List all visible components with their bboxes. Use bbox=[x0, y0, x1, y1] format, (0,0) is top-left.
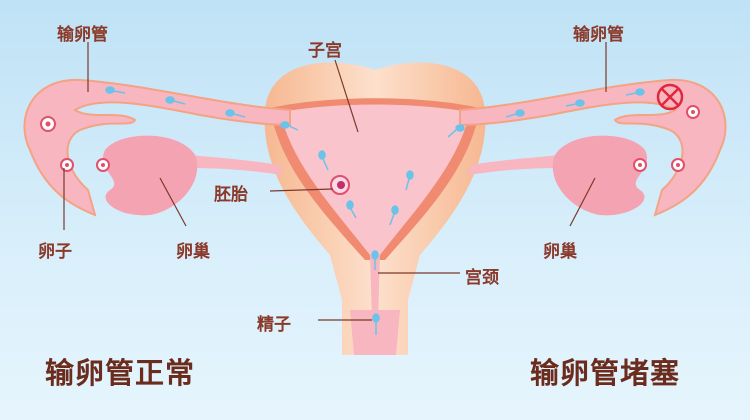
blocked-icon bbox=[656, 83, 684, 111]
ovary-left bbox=[102, 135, 198, 216]
label-cervix: 宫颈 bbox=[465, 268, 499, 288]
fallopian-tube-right bbox=[459, 78, 727, 217]
leader-lines bbox=[63, 42, 607, 321]
label-egg: 卵子 bbox=[38, 242, 72, 262]
label-fallopian-tube-right: 输卵管 bbox=[573, 25, 624, 45]
label-fallopian-tube-left: 输卵管 bbox=[57, 25, 108, 45]
fallopian-tube-left bbox=[23, 78, 291, 217]
sperm-icon bbox=[105, 86, 645, 335]
label-uterus: 子宫 bbox=[308, 41, 342, 61]
ovary-right bbox=[552, 135, 648, 216]
label-embryo: 胚胎 bbox=[214, 185, 248, 205]
caption-blocked: 输卵管堵塞 bbox=[530, 356, 681, 390]
label-ovary-right: 卵巢 bbox=[543, 242, 577, 262]
caption-normal: 输卵管正常 bbox=[45, 356, 196, 390]
label-sperm: 精子 bbox=[257, 315, 291, 335]
label-ovary-left: 卵巢 bbox=[176, 242, 210, 262]
uterine-cavity bbox=[280, 104, 470, 255]
